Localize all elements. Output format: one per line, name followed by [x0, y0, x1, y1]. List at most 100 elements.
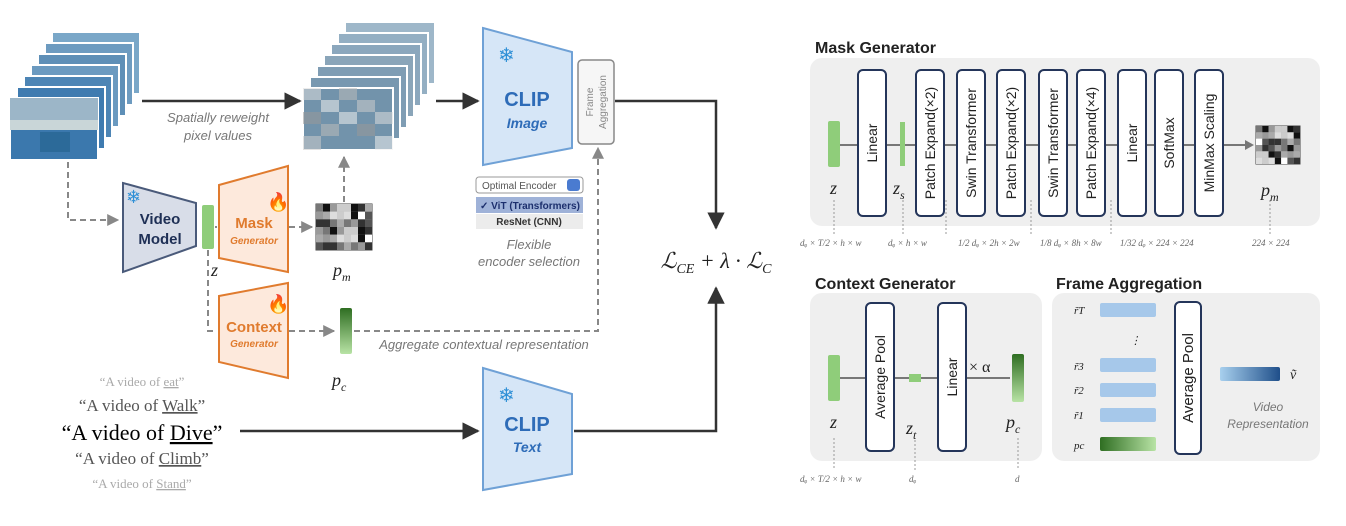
context-dim-3: d	[1015, 474, 1020, 484]
mask-panel-title: Mask Generator	[815, 40, 936, 57]
arrow-image-to-loss	[615, 99, 725, 230]
mask-generator-sub: Generator	[230, 236, 279, 247]
mask-block-label-2: Swin Transformer	[963, 88, 979, 198]
encoder-select-header: Optimal Encoder	[482, 181, 557, 192]
frame-agg-row-r3: r̃3	[1074, 361, 1084, 373]
prompt-stand: “A video of Stand”	[92, 476, 192, 491]
context-pc-token	[1012, 354, 1024, 402]
mask-block-4	[1038, 69, 1068, 217]
frame-agg-row-pc: pc	[1073, 440, 1085, 452]
snowflake-icon: ❄	[498, 385, 515, 407]
mask-panel-zs-label: zs	[892, 178, 905, 202]
reweighted-frames	[302, 21, 436, 151]
mask-block-7	[1154, 69, 1184, 217]
prompt-climb: “A video of Climb”	[75, 449, 209, 468]
mask-block-2	[956, 69, 986, 217]
frame-agg-bar-r2	[1100, 383, 1156, 397]
frame-agg-bar-pc	[1100, 437, 1156, 451]
mask-generator-blocks: Linear Patch Expand(×2) Swin Transformer Pa…	[857, 69, 1224, 217]
prompt-dive: “A video of Dive”	[62, 420, 223, 445]
prompt-list: “A video of eat” “A video of Walk” “A vi…	[62, 374, 223, 491]
context-generator-blocks: Average Pool Linear	[865, 302, 967, 452]
mask-dim-lines	[833, 200, 1271, 234]
spatial-caption-1: Spatially reweight	[167, 110, 270, 125]
encoder-option-vit[interactable]: ✓ ViT (Transformers)	[480, 201, 580, 212]
prompt-eat: “A video of eat”	[100, 374, 185, 389]
z-label: z	[210, 260, 218, 280]
mask-block-3	[996, 69, 1026, 217]
flame-icon: 🔥	[267, 191, 289, 212]
aggregate-caption: Aggregate contextual representation	[378, 337, 589, 352]
mask-generator-title: Mask	[235, 215, 273, 232]
context-block-label-1: Linear	[944, 357, 960, 396]
context-dim-1: dᵩ × T/2 × h × w	[800, 474, 861, 484]
clip-text-encoder: CLIP Text ❄	[482, 366, 573, 492]
context-zt-token	[909, 374, 921, 382]
context-z-label: z	[829, 412, 837, 432]
encoder-selector: Optimal Encoder ✓ ViT (Transformers) Res…	[475, 176, 584, 229]
frame-agg-bar-r1	[1100, 408, 1156, 422]
mask-block-label-7: SoftMax	[1161, 117, 1177, 168]
context-generator-sub: Generator	[230, 339, 279, 350]
mask-dim-6: 224 × 224	[1252, 238, 1290, 248]
context-z-token	[828, 355, 840, 401]
pc-token	[340, 308, 352, 354]
context-dim-lines	[833, 438, 1019, 470]
flame-icon: 🔥	[267, 293, 289, 314]
flexible-caption-1: Flexible	[507, 237, 552, 252]
mask-generator: Mask Generator 🔥	[218, 164, 289, 274]
frame-agg-avgpool-block	[1174, 301, 1202, 455]
video-model-label-1: Video	[140, 211, 181, 228]
mask-block-label-5: Patch Expand(×4)	[1083, 87, 1099, 199]
z-token	[202, 205, 214, 249]
mask-block-6	[1117, 69, 1147, 217]
frame-agg-label-2: Aggregation	[598, 75, 609, 129]
v-label: ṽ	[1290, 368, 1297, 383]
mask-block-label-4: Swin Transformer	[1045, 88, 1061, 198]
pm-label: pm	[331, 260, 351, 284]
video-rep-caption-2: Representation	[1227, 417, 1309, 431]
frame-agg-row-r2: r̃2	[1074, 385, 1084, 397]
mask-dim-5: 1/32 dᵩ × 224 × 224	[1120, 238, 1194, 248]
dashed-z-to-context	[207, 250, 216, 332]
snowflake-icon: ❄	[498, 45, 515, 67]
frame-agg-panel-title: Frame Aggregation	[1056, 276, 1202, 293]
context-pc-label: pc	[1004, 412, 1021, 436]
mask-block-0	[857, 69, 887, 217]
context-block-label-0: Average Pool	[872, 335, 888, 419]
mask-dim-2: dᵩ × h × w	[888, 238, 927, 248]
mask-panel-zs-token	[900, 122, 905, 166]
clip-image-sub: Image	[507, 115, 548, 131]
frame-agg-bar-rT	[1100, 303, 1156, 317]
alpha-label: × α	[969, 359, 991, 376]
dashed-frames-to-video-model	[67, 162, 120, 226]
frame-agg-avgpool-label: Average Pool	[1180, 333, 1197, 423]
loss-formula: ℒCE + λ · ℒC	[661, 248, 772, 277]
context-generator: Context Generator 🔥	[218, 281, 289, 380]
mask-block-label-3: Patch Expand(×2)	[1003, 87, 1019, 199]
clip-text-sub: Text	[513, 439, 543, 455]
snowflake-icon: ❄	[126, 187, 141, 207]
context-zt-label: zt	[905, 418, 917, 442]
arrow-text-to-loss	[574, 286, 725, 433]
frame-aggregation-box: Frame Aggregation	[577, 59, 615, 145]
mask-panel-pm-label: pm	[1259, 180, 1279, 204]
video-model: Video Model ❄	[122, 181, 197, 274]
frame-agg-row-r1: r̃1	[1074, 410, 1084, 422]
clip-image-encoder: CLIP Image ❄	[482, 26, 573, 167]
mask-block-8	[1194, 69, 1224, 217]
frame-agg-label-1: Frame	[585, 87, 596, 116]
pm-mask	[315, 203, 373, 251]
mask-block-label-0: Linear	[864, 123, 880, 162]
mask-dim-4: 1/8 dᵩ × 8h × 8w	[1040, 238, 1102, 248]
mask-block-1	[915, 69, 945, 217]
dashed-pc-to-frame-agg	[354, 146, 604, 332]
context-block-1	[937, 302, 967, 452]
dropdown-icon[interactable]	[567, 179, 580, 191]
frame-agg-row-dots: ⋮	[1130, 335, 1141, 347]
spatial-caption-2: pixel values	[183, 128, 252, 143]
mask-block-label-6: Linear	[1124, 123, 1140, 162]
frame-agg-row-rT: r̃T	[1074, 305, 1085, 317]
encoder-option-resnet[interactable]: ResNet (CNN)	[496, 217, 562, 228]
